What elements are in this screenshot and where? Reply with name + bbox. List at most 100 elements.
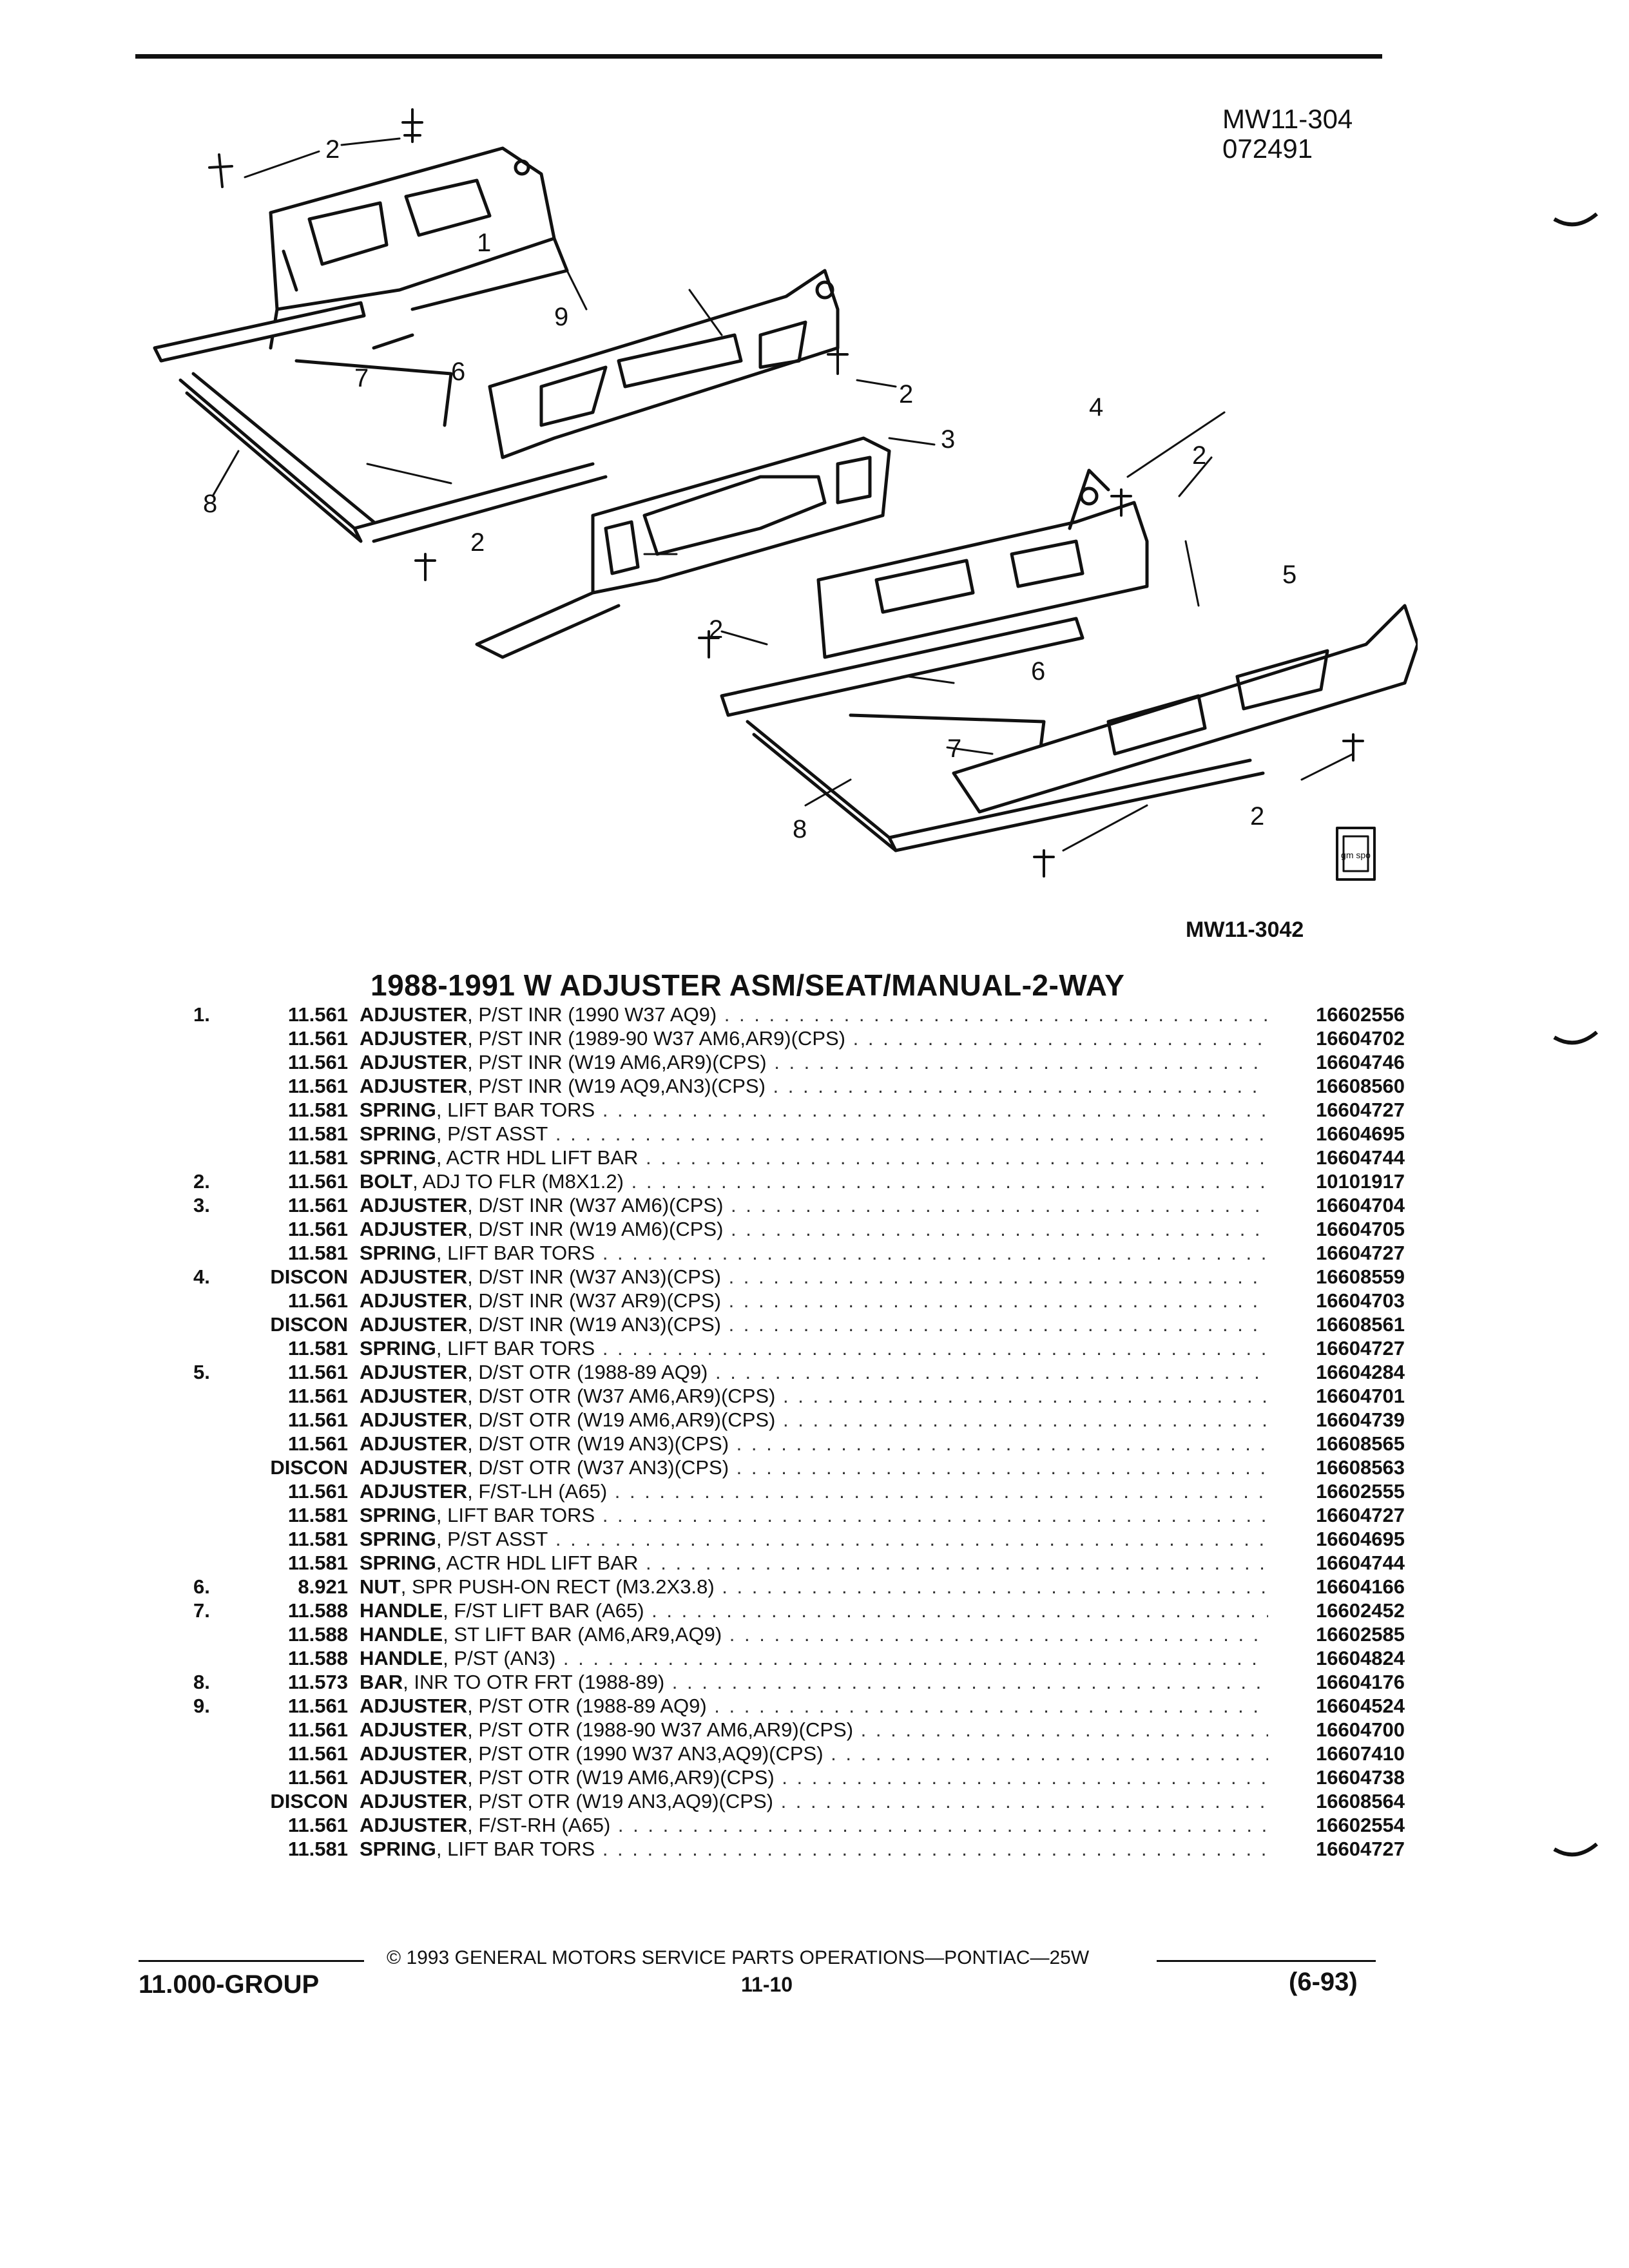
part-name: ADJUSTER (360, 1456, 468, 1479)
part-number: 16604705 (1316, 1218, 1405, 1240)
part-number: 16604166 (1316, 1575, 1405, 1598)
parts-row: 11.561 ADJUSTER, P/ST OTR (W19 AM6,AR9)(C… (193, 1765, 1405, 1789)
callout-5: 5 (1282, 561, 1296, 589)
ref-number: 4. (193, 1265, 210, 1288)
part-name: ADJUSTER (360, 1718, 468, 1741)
part-description: ADJUSTER, P/ST OTR (W19 AN3,AQ9)(CPS) . … (360, 1789, 1268, 1813)
part-description: BAR, INR TO OTR FRT (1988-89) . . . . . … (360, 1670, 1268, 1694)
part-description: ADJUSTER, P/ST OTR (1990 W37 AN3,AQ9)(CP… (360, 1742, 1268, 1765)
part-description: ADJUSTER, P/ST INR (1989-90 W37 AM6,AR9)… (360, 1026, 1268, 1050)
part-name: ADJUSTER (360, 1289, 468, 1312)
group-number: 11.561 (287, 1385, 348, 1407)
ref-number: 7. (193, 1599, 210, 1622)
leader-lines (211, 137, 1354, 852)
part-description: ADJUSTER, D/ST INR (W19 AM6)(CPS) . . . … (360, 1217, 1268, 1241)
part-detail: , D/ST OTR (W19 AM6,AR9)(CPS) (467, 1408, 776, 1431)
group-number: 11.581 (287, 1552, 348, 1574)
group-number: 11.581 (287, 1528, 348, 1550)
part-name: BOLT (360, 1170, 413, 1193)
part-description: SPRING, ACTR HDL LIFT BAR . . . . . . . … (360, 1146, 1268, 1169)
part-detail: , SPR PUSH-ON RECT (M3.2X3.8) (400, 1575, 715, 1598)
part-detail: , D/ST OTR (1988-89 AQ9) (467, 1361, 708, 1383)
part-name: SPRING (360, 1099, 436, 1121)
part-detail: , P/ST INR (W19 AQ9,AN3)(CPS) (467, 1075, 766, 1097)
part-detail: , P/ST OTR (1988-90 W37 AM6,AR9)(CPS) (467, 1718, 854, 1741)
gm-spo-logo: gm spo (1336, 827, 1376, 881)
part-name: ADJUSTER (360, 1051, 468, 1073)
part-name: SPRING (360, 1337, 436, 1360)
parts-row: 11.581 SPRING, P/ST ASST . . . . . . . . … (193, 1527, 1405, 1551)
part-name: HANDLE (360, 1623, 443, 1646)
group-number: 11.561 (287, 1718, 348, 1741)
group-number: 11.561 (287, 1075, 348, 1097)
group-number: 11.588 (287, 1647, 348, 1669)
part-description: HANDLE, ST LIFT BAR (AM6,AR9,AQ9) . . . … (360, 1622, 1268, 1646)
part-detail: , P/ST OTR (W19 AN3,AQ9)(CPS) (467, 1790, 773, 1812)
group-number: 11.581 (287, 1122, 348, 1145)
part-detail: , F/ST-LH (A65) (467, 1480, 608, 1503)
part-detail: , P/ST INR (1989-90 W37 AM6,AR9)(CPS) (467, 1027, 845, 1050)
leader-dots: . . . . . . . . . . . . . . . . . . . . … (715, 1361, 1268, 1383)
part-number: 16604727 (1316, 1504, 1405, 1526)
part-description: SPRING, P/ST ASST . . . . . . . . . . . … (360, 1527, 1268, 1551)
ref-number: 9. (193, 1695, 210, 1717)
part-name: ADJUSTER (360, 1480, 468, 1503)
part-description: ADJUSTER, D/ST OTR (1988-89 AQ9) . . . .… (360, 1360, 1268, 1384)
part-description: ADJUSTER, P/ST OTR (1988-89 AQ9) . . . .… (360, 1694, 1268, 1718)
part-detail: , D/ST OTR (W19 AN3)(CPS) (467, 1432, 729, 1455)
part-number: 16604727 (1316, 1242, 1405, 1264)
leader-dots: . . . . . . . . . . . . . . . . . . . . … (555, 1122, 1268, 1145)
part-name: SPRING (360, 1146, 436, 1169)
footer-group-label: 11.000-GROUP (139, 1970, 320, 1999)
leader-dots: . . . . . . . . . . . . . . . . . . . . … (736, 1432, 1268, 1455)
part-name: ADJUSTER (360, 1432, 468, 1455)
part-name: SPRING (360, 1838, 436, 1860)
illustration-id-block: MW11-304 072491 (1222, 104, 1353, 164)
ref-number: 3. (193, 1194, 210, 1216)
part-description: HANDLE, P/ST (AN3) . . . . . . . . . . .… (360, 1646, 1268, 1670)
part-name: ADJUSTER (360, 1075, 468, 1097)
part-number: 16608564 (1316, 1790, 1405, 1812)
part-detail: , LIFT BAR TORS (436, 1242, 595, 1264)
group-number: 11.561 (287, 1766, 348, 1789)
part-name: NUT (360, 1575, 401, 1598)
part-detail: , LIFT BAR TORS (436, 1099, 595, 1121)
group-number: 11.588 (287, 1599, 348, 1622)
leader-dots: . . . . . . . . . . . . . . . . . . . . … (645, 1552, 1268, 1574)
group-number: 11.581 (287, 1504, 348, 1526)
part-number: 16604700 (1316, 1718, 1405, 1741)
callout-2f: 2 (1250, 802, 1264, 831)
part-detail: , ST LIFT BAR (AM6,AR9,AQ9) (443, 1623, 722, 1646)
part-number: 16608565 (1316, 1432, 1405, 1455)
ref-number: 5. (193, 1361, 210, 1383)
part-detail: , ACTR HDL LIFT BAR (436, 1146, 639, 1169)
part-description: ADJUSTER, D/ST INR (W37 AM6)(CPS) . . . … (360, 1193, 1268, 1217)
leader-dots: . . . . . . . . . . . . . . . . . . . . … (602, 1242, 1268, 1264)
group-number: 11.561 (287, 1170, 348, 1193)
part-number: 16604702 (1316, 1027, 1405, 1050)
part-name: ADJUSTER (360, 1003, 468, 1026)
part-detail: , D/ST INR (W37 AN3)(CPS) (467, 1265, 721, 1288)
part-description: ADJUSTER, P/ST OTR (W19 AM6,AR9)(CPS) . … (360, 1765, 1268, 1789)
part-description: ADJUSTER, D/ST OTR (W19 AN3)(CPS) . . . … (360, 1432, 1268, 1456)
part-description: ADJUSTER, F/ST-RH (A65) . . . . . . . . … (360, 1813, 1268, 1837)
part-name: SPRING (360, 1528, 436, 1550)
part-detail: , D/ST INR (W19 AM6)(CPS) (467, 1218, 724, 1240)
ref-number: 2. (193, 1170, 210, 1193)
group-number: 11.561 (287, 1408, 348, 1431)
part-number: 16604703 (1316, 1289, 1405, 1312)
part-description: ADJUSTER, D/ST OTR (W37 AM6,AR9)(CPS) . … (360, 1384, 1268, 1408)
part-description: ADJUSTER, P/ST OTR (1988-90 W37 AM6,AR9)… (360, 1718, 1268, 1742)
part-number: 16608559 (1316, 1265, 1405, 1288)
leader-dots: . . . . . . . . . . . . . . . . . . . . … (774, 1051, 1268, 1073)
callout-3: 3 (941, 425, 955, 454)
callout-2d: 2 (470, 528, 485, 557)
